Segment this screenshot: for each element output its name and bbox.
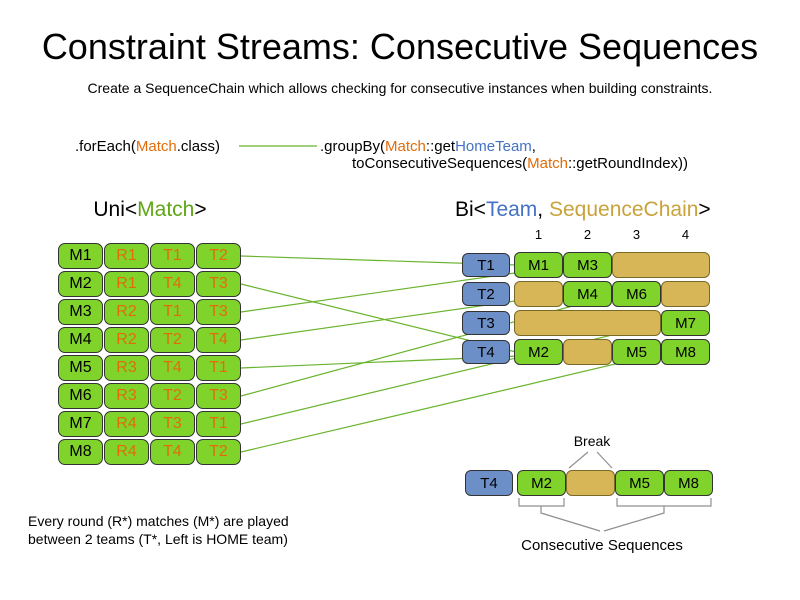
match-box: M2	[514, 339, 563, 365]
code-text: ,	[531, 138, 536, 155]
uni-table-row: M1 R1 T1 T2	[58, 243, 241, 269]
code-match-token: Match	[135, 138, 177, 155]
bi-column-header: 3	[632, 227, 641, 242]
uni-cell-round: R4	[104, 439, 149, 465]
sequence-gap	[563, 339, 612, 365]
uni-cell-away-team: T3	[196, 383, 241, 409]
uni-title-text: >	[194, 198, 207, 221]
consecutive-sequence-braces	[518, 498, 712, 532]
match-box: M3	[563, 252, 612, 278]
uni-table-row: M2 R1 T4 T3	[58, 271, 241, 297]
team-box: T2	[462, 282, 510, 306]
detail-break-gap	[566, 470, 615, 496]
uni-table-row: M5 R3 T4 T1	[58, 355, 241, 381]
uni-table-row: M3 R2 T1 T3	[58, 299, 241, 325]
uni-cell-match: M7	[58, 411, 103, 437]
footnote-line1: Every round (R*) matches (M*) are played	[28, 513, 289, 529]
sequence-gap	[612, 252, 710, 278]
footnote: Every round (R*) matches (M*) are played…	[28, 512, 289, 548]
team-box: T4	[462, 340, 510, 364]
sequence-gap	[514, 310, 661, 336]
footnote-line2: between 2 teams (T*, Left is HOME team)	[28, 531, 288, 547]
uni-cell-match: M1	[58, 243, 103, 269]
uni-cell-match: M6	[58, 383, 103, 409]
uni-cell-away-team: T1	[196, 411, 241, 437]
uni-title-match-token: Match	[137, 198, 195, 221]
uni-cell-round: R1	[104, 271, 149, 297]
uni-table-row: M4 R2 T2 T4	[58, 327, 241, 353]
match-box: M5	[612, 339, 661, 365]
uni-cell-match: M5	[58, 355, 103, 381]
team-box: T1	[462, 253, 510, 277]
bi-title-chain-token: SequenceChain	[548, 198, 699, 221]
detail-match-box: M2	[517, 470, 566, 496]
uni-cell-round: R2	[104, 299, 149, 325]
match-box: M1	[514, 252, 563, 278]
code-text: .groupBy(	[320, 138, 386, 155]
bi-column-header: 1	[534, 227, 543, 242]
break-label: Break	[573, 433, 611, 449]
uni-cell-away-team: T2	[196, 439, 241, 465]
code-match-token: Match	[527, 155, 568, 172]
uni-cell-away-team: T4	[196, 327, 241, 353]
uni-cell-home-team: T1	[150, 299, 195, 325]
page-subtitle: Create a SequenceChain which allows chec…	[87, 80, 713, 96]
code-match-token: Match	[385, 138, 426, 155]
bi-column-header: 4	[681, 227, 690, 242]
consecutive-sequences-label: Consecutive Sequences	[521, 537, 683, 554]
uni-cell-home-team: T3	[150, 411, 195, 437]
uni-cell-home-team: T4	[150, 355, 195, 381]
uni-cell-home-team: T4	[150, 271, 195, 297]
uni-cell-away-team: T3	[196, 271, 241, 297]
detail-match-box: M5	[615, 470, 664, 496]
uni-cell-round: R1	[104, 243, 149, 269]
match-box: M8	[661, 339, 710, 365]
uni-cell-round: R3	[104, 383, 149, 409]
uni-title: Uni<Match>	[58, 198, 242, 222]
code-text: .class)	[176, 138, 221, 155]
code-text: toConsecutiveSequences(	[352, 155, 528, 172]
uni-cell-match: M8	[58, 439, 103, 465]
uni-cell-round: R2	[104, 327, 149, 353]
code-text: ::getRoundIndex))	[567, 155, 689, 172]
match-box: M6	[612, 281, 661, 307]
groupby-code-line2: toConsecutiveSequences(Match::getRoundIn…	[352, 155, 688, 172]
detail-team-box: T4	[465, 470, 513, 496]
uni-cell-home-team: T2	[150, 383, 195, 409]
uni-cell-match: M2	[58, 271, 103, 297]
uni-cell-away-team: T1	[196, 355, 241, 381]
uni-cell-home-team: T2	[150, 327, 195, 353]
team-box: T3	[462, 311, 510, 335]
groupby-code-line1: .groupBy(Match::getHomeTeam,	[320, 138, 536, 155]
uni-table-row: M6 R3 T2 T3	[58, 383, 241, 409]
sequence-gap	[661, 281, 710, 307]
detail-match-box: M8	[664, 470, 713, 496]
uni-cell-round: R4	[104, 411, 149, 437]
uni-title-text: Uni<	[93, 198, 138, 221]
bi-title-text: Bi<	[455, 198, 486, 221]
page-title: Constraint Streams: Consecutive Sequence…	[41, 26, 759, 67]
uni-cell-match: M4	[58, 327, 103, 353]
bi-title-text: ,	[537, 198, 549, 221]
code-text: ::get	[425, 138, 456, 155]
code-hometeam-token: HomeTeam	[455, 138, 532, 155]
foreach-code: .forEach(Match.class)	[75, 138, 220, 155]
uni-table-row: M8 R4 T4 T2	[58, 439, 241, 465]
match-box: M4	[563, 281, 612, 307]
bi-column-header: 2	[583, 227, 592, 242]
match-box: M7	[661, 310, 710, 336]
code-text: .forEach(	[75, 138, 136, 155]
break-pointer-lines	[568, 451, 613, 469]
uni-cell-home-team: T1	[150, 243, 195, 269]
uni-cell-round: R3	[104, 355, 149, 381]
uni-cell-away-team: T2	[196, 243, 241, 269]
bi-title-text: >	[698, 198, 711, 221]
sequence-gap	[514, 281, 563, 307]
uni-cell-home-team: T4	[150, 439, 195, 465]
uni-cell-match: M3	[58, 299, 103, 325]
bi-title: Bi<Team, SequenceChain>	[455, 198, 711, 222]
uni-table-row: M7 R4 T3 T1	[58, 411, 241, 437]
uni-cell-away-team: T3	[196, 299, 241, 325]
bi-title-team-token: Team	[485, 198, 538, 221]
